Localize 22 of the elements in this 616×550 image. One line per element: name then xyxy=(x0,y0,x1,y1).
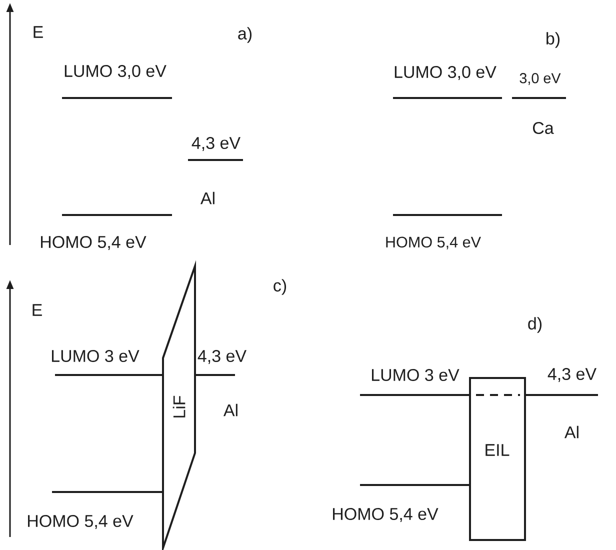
layer-box: EIL xyxy=(469,377,526,541)
level-label: LUMO 3,0 eV xyxy=(394,66,496,80)
level-label: d) xyxy=(528,317,542,333)
level-label: HOMO 5,4 eV xyxy=(41,236,146,250)
level-label: LUMO 3 eV xyxy=(52,350,140,362)
level-label: b) xyxy=(546,32,560,48)
level-label: HOMO 5,4 eV xyxy=(333,508,438,522)
level-label: Al xyxy=(564,426,578,438)
level-label: HOMO 5,4 eV xyxy=(386,236,481,250)
level-label: a) xyxy=(238,27,252,43)
level-label: 3,0 eV xyxy=(520,73,561,85)
level-label: E xyxy=(32,304,42,316)
level-label: LUMO 3,0 eV xyxy=(64,64,166,80)
level-label: c) xyxy=(274,279,286,295)
level-label: 4,3 eV xyxy=(548,368,596,382)
level-label: Al xyxy=(223,404,238,416)
level-label: E xyxy=(34,26,43,38)
level-label: 4,3 eV xyxy=(192,136,240,152)
level-label: Al xyxy=(200,192,214,204)
level-label: LUMO 3 eV xyxy=(372,368,460,382)
level-label: Ca xyxy=(533,122,554,134)
level-label: HOMO 5,4 eV xyxy=(28,514,134,530)
